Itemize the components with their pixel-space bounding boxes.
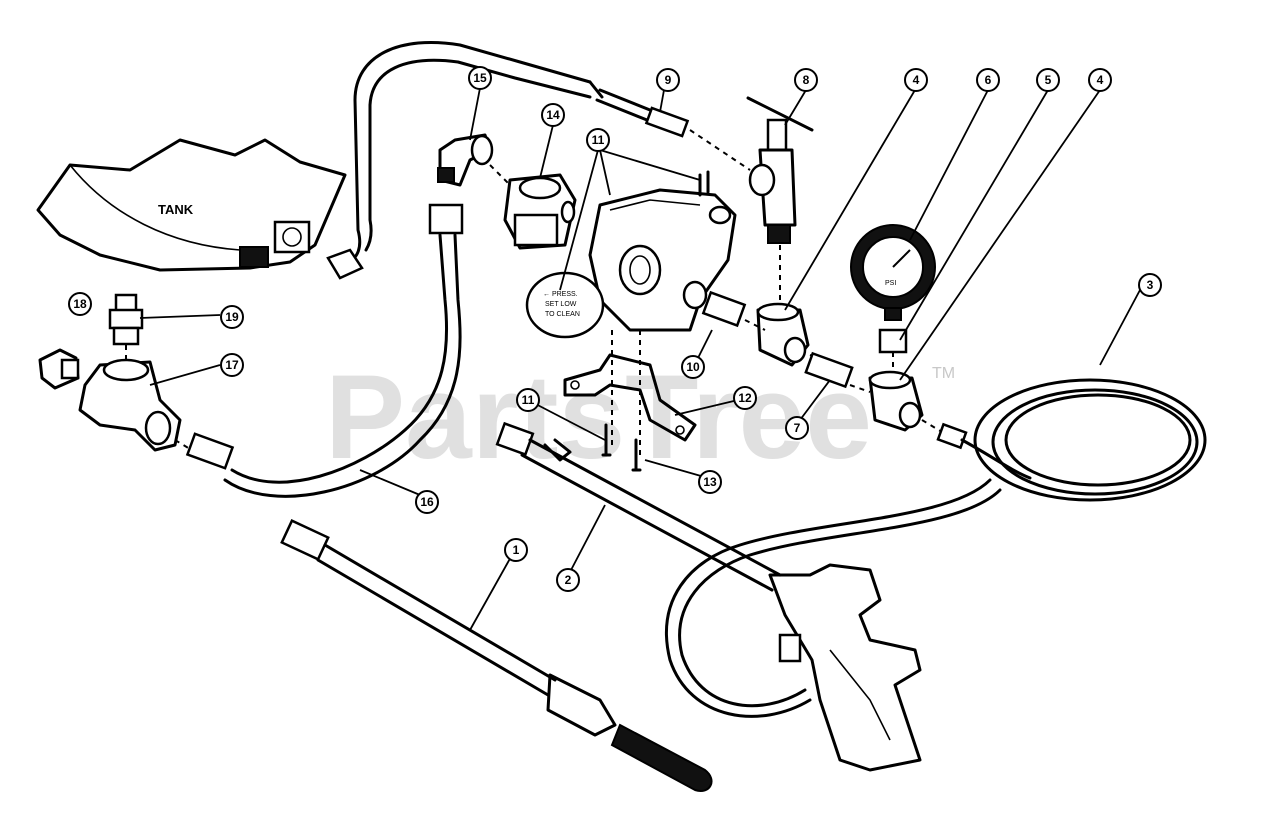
nipple-7[interactable] [804,351,854,389]
screws-11[interactable] [601,423,642,472]
svg-text:1: 1 [513,543,520,557]
hose-fitting-9 [644,106,690,138]
svg-text:18: 18 [73,297,87,311]
callout-17: 17 [220,353,244,377]
callout-18: 18 [68,292,92,316]
svg-text:11: 11 [592,133,605,147]
callout-13: 13 [698,470,722,494]
callout-9: 9 [656,68,680,92]
svg-text:11: 11 [522,393,535,407]
mounting-bracket-12[interactable] [563,353,697,442]
gauge-label: PSI [885,280,896,287]
pump[interactable] [588,188,737,332]
svg-text:10: 10 [686,360,700,374]
callout-6: 6 [976,68,1000,92]
svg-text:6: 6 [985,73,992,87]
svg-text:17: 17 [225,358,239,372]
callout-3: 3 [1138,273,1162,297]
svg-text:3: 3 [1147,278,1154,292]
svg-text:12: 12 [738,391,752,405]
callout-4b: 4 [1088,68,1112,92]
svg-text:13: 13 [703,475,717,489]
tee-4a[interactable] [756,302,810,367]
tee-4b[interactable] [868,370,924,432]
callout-8: 8 [794,68,818,92]
valve-label-2: SET LOW [545,301,577,308]
suction-hose[interactable] [326,40,604,280]
hose-clamp [326,248,364,280]
wand-2[interactable] [495,421,782,592]
watermark-trademark: TM [932,365,955,382]
callout-1: 1 [504,538,528,562]
callout-4a: 4 [904,68,928,92]
plug-18[interactable] [38,348,80,390]
callout-11-top: 11 [586,128,610,152]
svg-text:19: 19 [225,310,239,324]
svg-text:4: 4 [913,73,920,87]
spray-gun[interactable] [768,563,922,772]
hose-coil-3[interactable] [665,378,1207,718]
fitting-19[interactable] [108,293,144,346]
svg-text:7: 7 [794,421,801,435]
callout-7: 7 [785,416,809,440]
hose-segment-9[interactable] [595,88,690,138]
tank-outlet [273,220,311,254]
elbow-15[interactable] [437,133,494,187]
tank[interactable]: TANK [36,138,347,272]
tee-17[interactable] [78,358,182,452]
svg-text:14: 14 [546,108,560,122]
tank-label: TANK [158,202,194,217]
callout-15: 15 [468,66,492,90]
svg-text:9: 9 [665,73,672,87]
valve-label-3: TO CLEAN [545,311,580,318]
fitting-14[interactable] [503,173,577,250]
discharge-hose-16[interactable] [185,203,464,498]
fitting-10[interactable] [701,290,747,328]
callout-12: 12 [733,386,757,410]
leader-lines [139,87,1141,631]
valve-8[interactable] [746,96,814,244]
callout-5: 5 [1036,68,1060,92]
svg-text:15: 15 [473,71,487,85]
callout-16: 16 [415,490,439,514]
svg-text:16: 16 [420,495,434,509]
valve-label-1: ← PRESS. [543,291,578,298]
pressure-valve-knob[interactable]: ← PRESS. SET LOW TO CLEAN [525,271,605,339]
callout-14: 14 [541,103,565,127]
pins-11[interactable] [698,170,710,197]
svg-text:5: 5 [1045,73,1052,87]
callout-2: 2 [556,568,580,592]
svg-text:2: 2 [565,573,572,587]
callout-10: 10 [681,355,705,379]
svg-text:8: 8 [803,73,810,87]
wand-1[interactable] [280,519,713,792]
svg-text:4: 4 [1097,73,1104,87]
pressure-gauge-6[interactable]: PSI [850,224,936,354]
callout-11-bottom: 11 [516,388,540,412]
callout-19: 19 [220,305,244,329]
